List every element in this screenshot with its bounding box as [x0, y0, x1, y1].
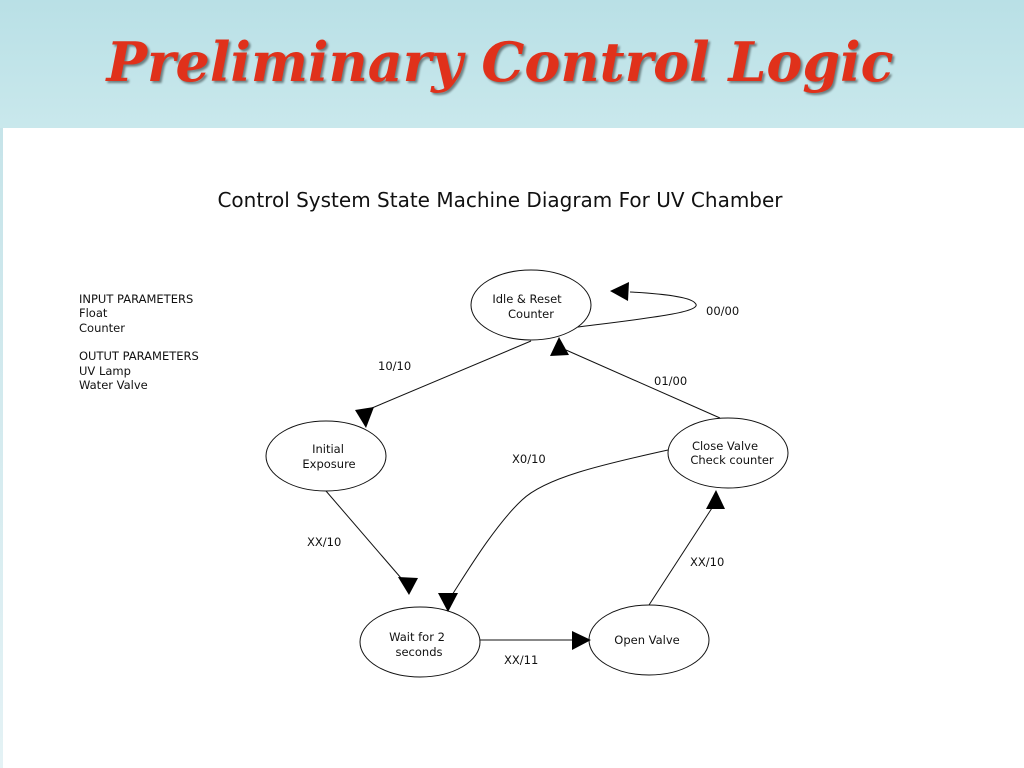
state-wait-label: seconds	[395, 645, 442, 659]
transition-label: XX/10	[307, 535, 341, 549]
state-close-valve: Close Valve Check counter	[667, 417, 789, 489]
transition-close-to-idle: 01/00	[550, 337, 721, 419]
output-parameter-item: UV Lamp	[79, 363, 131, 378]
transition-label: XX/10	[690, 555, 724, 569]
input-parameters-heading: INPUT PARAMETERS	[79, 292, 194, 306]
transition-label: XX/11	[504, 653, 538, 667]
state-initial-exposure-label: Exposure	[302, 457, 355, 471]
state-wait: Wait for 2 seconds	[359, 606, 481, 678]
diagram-title: Control System State Machine Diagram For…	[217, 188, 783, 212]
transition-idle-to-initial: 10/10	[355, 340, 532, 428]
state-initial-exposure: Initial Exposure	[265, 420, 387, 492]
arrowhead-icon	[572, 631, 591, 650]
arrowhead-icon	[610, 282, 629, 301]
state-idle-reset: Idle & Reset Counter	[470, 269, 592, 341]
input-parameter-item: Counter	[79, 320, 125, 335]
state-close-valve-label: Close Valve	[692, 439, 758, 453]
input-parameter-item: Float	[79, 306, 108, 321]
arrowhead-icon	[706, 490, 725, 509]
state-idle-reset-label: Idle & Reset	[492, 292, 562, 306]
transition-label: 10/10	[378, 359, 411, 373]
input-parameters: INPUT PARAMETERS Float Counter	[79, 292, 199, 335]
slide-title: Preliminary Control Logic	[106, 30, 894, 94]
state-open-valve: Open Valve	[588, 604, 710, 676]
arrowhead-icon	[550, 337, 569, 356]
transition-label: X0/10	[512, 452, 546, 466]
transition-close-to-wait: X0/10	[438, 449, 669, 612]
transition-open-to-close: XX/10	[648, 490, 725, 606]
state-open-valve-label: Open Valve	[614, 633, 679, 647]
transition-idle-self-loop: 00/00	[577, 282, 739, 328]
transition-initial-to-wait: XX/10	[307, 490, 418, 595]
output-parameters-heading: OUTUT PARAMETERS	[79, 349, 199, 364]
transition-label: 01/00	[654, 374, 687, 388]
arrowhead-icon	[438, 593, 458, 612]
state-close-valve-label: Check counter	[690, 453, 774, 467]
state-wait-label: Wait for 2	[389, 630, 445, 644]
left-accent-strip	[0, 128, 3, 768]
parameters-legend: INPUT PARAMETERS Float Counter OUTUT PAR…	[79, 292, 199, 392]
transition-wait-to-open: XX/11	[480, 631, 591, 667]
output-parameter-item: Water Valve	[79, 378, 148, 393]
state-machine-diagram: Idle & Reset Counter Initial Exposure Wa…	[265, 269, 789, 678]
slide-header: Preliminary Control Logic	[0, 0, 1024, 128]
arrowhead-icon	[398, 577, 418, 595]
state-initial-exposure-label: Initial	[312, 442, 344, 456]
output-parameters: OUTUT PARAMETERS UV Lamp Water Valve	[79, 349, 199, 392]
arrowhead-icon	[355, 407, 374, 428]
slide-content: Control System State Machine Diagram For…	[0, 128, 1024, 768]
state-idle-reset-label: Counter	[508, 307, 554, 321]
transition-label: 00/00	[706, 304, 739, 318]
